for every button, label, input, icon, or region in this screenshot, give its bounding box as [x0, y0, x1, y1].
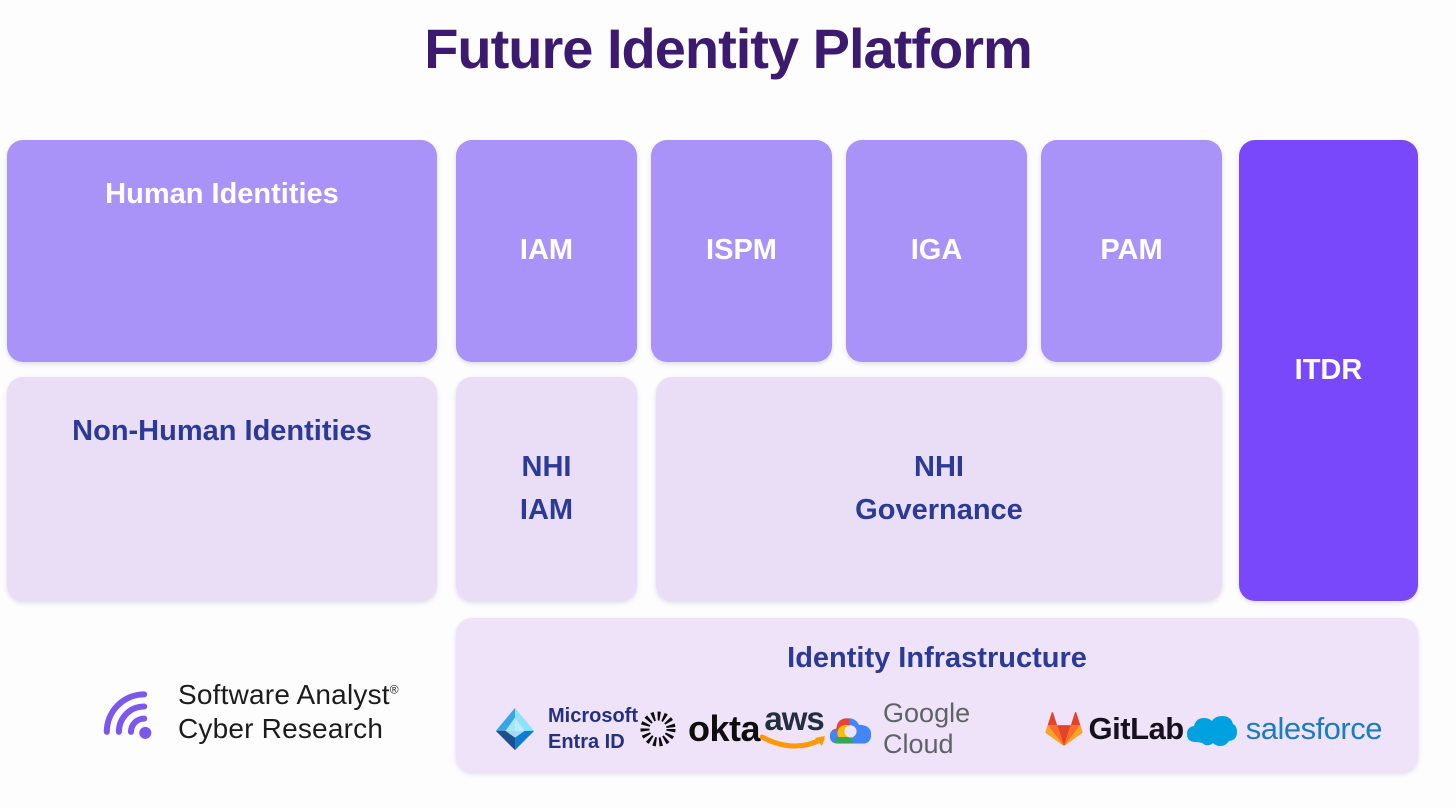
- box-iga: IGA: [846, 140, 1027, 362]
- box-label: PAM: [1100, 234, 1163, 267]
- box-identity-infrastructure: Identity Infrastructure Microsoft Entra …: [456, 618, 1418, 772]
- page-title: Future Identity Platform: [424, 17, 1033, 80]
- vendor-okta: okta: [638, 708, 761, 750]
- box-pam: PAM: [1041, 140, 1222, 362]
- aws-label: aws: [764, 700, 824, 738]
- vendor-gitlab: GitLab: [1044, 711, 1185, 747]
- microsoft-label: Microsoft: [548, 705, 638, 727]
- box-nhi-iam: NHI IAM: [456, 377, 637, 601]
- salesforce-cloud-icon: [1186, 716, 1237, 746]
- brand-line2: Cyber Research: [178, 713, 384, 745]
- vendor-salesforce: salesforce: [1184, 710, 1383, 748]
- vendor-google-cloud: Google Cloud: [828, 698, 1045, 760]
- vendor-aws: aws: [760, 700, 828, 754]
- gitlab-label: GitLab: [1088, 711, 1185, 746]
- box-human-identities: Human Identities: [7, 140, 437, 362]
- box-non-human-identities: Non-Human Identities: [7, 377, 437, 601]
- gitlab-icon: [1044, 712, 1083, 747]
- box-label: NHI IAM: [520, 446, 573, 533]
- box-ispm: ISPM: [651, 140, 832, 362]
- microsoft-entra-id-label: Microsoft Entra ID: [548, 703, 638, 755]
- box-label-line1: NHI: [914, 450, 964, 483]
- box-itdr: ITDR: [1239, 140, 1418, 601]
- box-label: Non-Human Identities: [72, 415, 372, 447]
- software-analyst-arcs-icon: [103, 691, 152, 740]
- box-label: NHI Governance: [855, 446, 1023, 533]
- box-iam: IAM: [456, 140, 637, 362]
- box-label-line2: Governance: [855, 494, 1023, 526]
- vendor-microsoft-entra-id: Microsoft Entra ID: [492, 703, 638, 755]
- software-analyst-text: Software Analyst® Cyber Research: [178, 678, 399, 746]
- google-cloud-label: Google Cloud: [883, 698, 971, 759]
- box-label: IAM: [519, 234, 574, 267]
- box-label: IGA: [910, 234, 963, 267]
- box-label-line2: IAM: [519, 494, 574, 526]
- registered-mark: ®: [389, 682, 399, 697]
- okta-icon: [640, 711, 676, 747]
- brand-name: Software Analyst: [178, 679, 390, 710]
- box-label-line1: NHI: [521, 450, 572, 483]
- entra-id-label: Entra ID: [548, 731, 625, 753]
- box-label: Human Identities: [105, 178, 339, 210]
- software-analyst-brand: Software Analyst® Cyber Research: [98, 678, 399, 746]
- infrastructure-title: Identity Infrastructure: [787, 642, 1087, 674]
- okta-label: okta: [688, 708, 761, 749]
- vendor-logo-row: Microsoft Entra ID okta aws: [456, 693, 1418, 765]
- box-label: ITDR: [1294, 353, 1363, 386]
- box-nhi-governance: NHI Governance: [656, 377, 1222, 601]
- google-cloud-icon: [829, 717, 872, 744]
- brand-line1: Software Analyst®: [178, 678, 399, 712]
- microsoft-entra-id-icon: [495, 707, 535, 751]
- box-label: ISPM: [706, 234, 777, 267]
- aws-smile-icon: [760, 734, 826, 749]
- salesforce-label: salesforce: [1245, 711, 1383, 746]
